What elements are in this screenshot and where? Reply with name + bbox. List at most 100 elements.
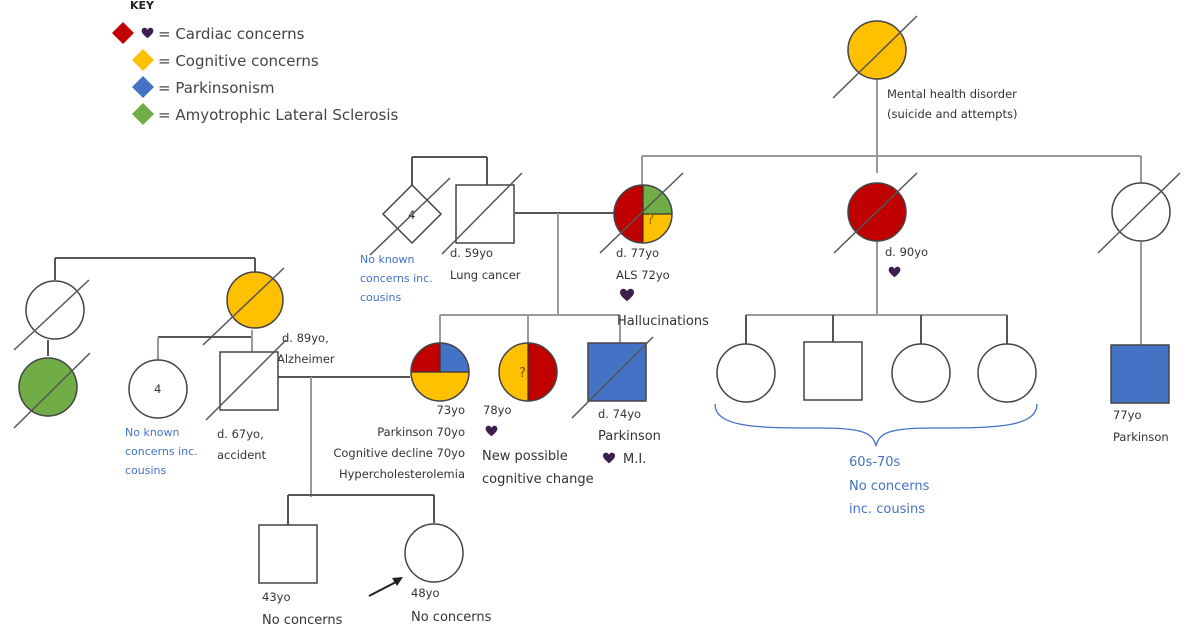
deceased-slash [571, 336, 654, 419]
legend-label: = Cognitive concerns [158, 52, 319, 70]
male-symbol [219, 351, 279, 411]
note-line: No known [125, 426, 180, 439]
note-line: concerns inc. [360, 272, 433, 285]
heart-icon [603, 452, 615, 464]
group-brace [714, 403, 1038, 447]
note-line: 77yo [1113, 408, 1141, 422]
individual-maternal-grandmother[interactable]: ? d. 77yo ALS 72yo Hallucinations [599, 172, 709, 329]
note-line: d. 89yo, [282, 331, 329, 345]
individual-mother[interactable]: 73yo Parkinson 70yo Cognitive decline 70… [333, 342, 470, 481]
individual-father[interactable]: d. 67yo, accident [205, 339, 287, 462]
individual-father-siblings[interactable]: 4 No known concerns inc. cousins [125, 359, 198, 477]
female-symbol [128, 359, 188, 419]
individual-cousin-right[interactable]: 77yo Parkinson [1110, 344, 1170, 444]
legend-label: = Cardiac concerns [158, 25, 305, 43]
note-line: 78yo [483, 403, 511, 417]
deceased-slash [202, 267, 285, 346]
diamond-als-icon [132, 103, 154, 125]
relationship-lines [47, 79, 1142, 525]
note-line: d. 74yo [598, 407, 641, 421]
uncertain-mark: ? [647, 212, 654, 228]
deceased-slash [369, 177, 451, 256]
individual-great-aunt[interactable]: d. 90yo [833, 172, 928, 278]
diamond-cardiac-icon [112, 22, 134, 44]
individual-paternal-cousin-als[interactable] [13, 352, 91, 429]
uncertain-mark: ? [519, 366, 526, 381]
note-line: No concerns [262, 613, 343, 628]
note-line: ALS 72yo [616, 268, 670, 282]
individual-paternal-grandmother-sibling[interactable] [13, 279, 90, 351]
legend-label: = Parkinsonism [158, 79, 275, 97]
female-symbol [613, 184, 673, 244]
individual-maternal-grandfather-siblings[interactable]: 4 No known concerns inc. cousins [360, 177, 451, 304]
diamond-cognitive-icon [132, 49, 154, 71]
note-line: Parkinson 70yo [377, 425, 465, 439]
legend-label: = Amyotrophic Lateral Sclerosis [158, 106, 398, 124]
legend-item-parkinsonism: = Parkinsonism [132, 76, 275, 98]
note-line: cousins [360, 291, 402, 304]
individual-maternal-grandfather[interactable]: d. 59yo Lung cancer [441, 172, 523, 282]
note-line: inc. cousins [849, 502, 925, 517]
legend-item-als: = Amyotrophic Lateral Sclerosis [132, 103, 398, 125]
female-symbol [226, 271, 284, 329]
individual-brother[interactable]: 43yo No concerns [258, 524, 343, 628]
note-line: Alzheimer [277, 352, 335, 366]
female-symbol [404, 523, 464, 583]
deceased-slash [13, 352, 91, 429]
note-line: Lung cancer [450, 268, 521, 282]
male-symbol [455, 184, 515, 244]
note-line: No concerns [849, 479, 930, 494]
heart-icon [620, 288, 634, 302]
female-symbol [18, 357, 78, 417]
note-line: cousins [125, 464, 167, 477]
note-line: Cognitive decline 70yo [333, 446, 465, 460]
note-line: (suicide and attempts) [887, 107, 1017, 121]
note-line: 60s-70s [849, 455, 901, 470]
proband-arrowhead-icon [392, 577, 403, 586]
note-line: concerns inc. [125, 445, 198, 458]
proband-arrow-icon [368, 579, 401, 597]
legend-item-cardiac: = Cardiac concerns [112, 22, 305, 44]
deceased-slash [441, 172, 523, 255]
individual-paternal-grandmother[interactable]: d. 89yo, Alzheimer [202, 267, 335, 366]
note-line: 73yo [437, 403, 465, 417]
individual-great-relative-right[interactable] [1097, 172, 1181, 254]
note-line: accident [217, 448, 267, 462]
sibling-count: 4 [154, 382, 161, 396]
note-line: Mental health disorder [887, 87, 1017, 101]
diamond-parkinsonism-icon [132, 76, 154, 98]
heart-icon [485, 425, 498, 437]
note-line: No known [360, 253, 415, 266]
note-line: d. 67yo, [217, 427, 264, 441]
individual-proband[interactable]: 48yo No concerns [368, 523, 492, 625]
deceased-slash [833, 172, 918, 254]
female-symbol [977, 343, 1037, 403]
individual-uncle[interactable]: d. 74yo Parkinson M.I. [571, 336, 661, 467]
note-line: d. 90yo [885, 245, 928, 259]
note-line: d. 77yo [616, 246, 659, 260]
deceased-slash [832, 15, 918, 99]
individual-great-grandmother[interactable]: Mental health disorder (suicide and atte… [832, 15, 1017, 121]
individual-aunt[interactable]: ? 78yo New possible cognitive change [482, 342, 594, 487]
male-symbol [258, 524, 318, 584]
female-symbol [410, 342, 470, 402]
note-line: 48yo [411, 586, 439, 600]
note-line: Parkinson [598, 429, 661, 444]
note-line: d. 59yo [450, 246, 493, 260]
cousins-group[interactable]: 60s-70s No concerns inc. cousins [714, 341, 1038, 517]
female-symbol [716, 343, 776, 403]
note-line: cognitive change [482, 472, 594, 487]
deceased-slash [599, 172, 684, 254]
female-symbol [891, 343, 951, 403]
note-line: 43yo [262, 590, 290, 604]
note-line: New possible [482, 449, 568, 464]
legend-item-cognitive: = Cognitive concerns [132, 49, 319, 71]
note-line: No concerns [411, 610, 492, 625]
male-symbol [803, 341, 863, 401]
legend: KEY = Cardiac concerns = Cognitive conce… [112, 0, 398, 125]
legend-title: KEY [130, 0, 155, 12]
deceased-slash [13, 279, 90, 351]
deceased-slash [1097, 172, 1181, 254]
female-symbol [498, 342, 558, 402]
